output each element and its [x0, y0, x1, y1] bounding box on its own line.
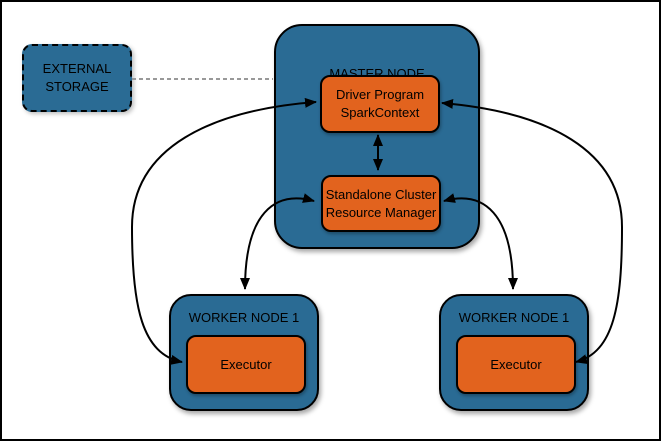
driver-program-box: Driver Program SparkContext	[320, 75, 440, 133]
worker-node-left-title: WORKER NODE 1	[188, 310, 300, 325]
executor-right-label: Executor	[490, 356, 542, 372]
executor-right-box: Executor	[456, 335, 576, 394]
resource-manager-box: Standalone Cluster Resource Manager	[321, 175, 441, 232]
driver-program-label: Driver Program SparkContext	[335, 87, 425, 120]
executor-left-box: Executor	[186, 335, 306, 394]
executor-left-label: Executor	[220, 356, 272, 372]
master-node: MASTER NODE Driver Program SparkContext …	[274, 24, 480, 249]
worker-node-right-title: WORKER NODE 1	[458, 310, 570, 325]
external-storage-node: EXTERNAL STORAGE	[22, 44, 132, 112]
resource-manager-label: Standalone Cluster Resource Manager	[325, 186, 437, 220]
worker-node-left: WORKER NODE 1 Executor	[169, 294, 319, 411]
external-storage-label: EXTERNAL STORAGE	[42, 61, 112, 94]
worker-node-right: WORKER NODE 1 Executor	[439, 294, 589, 411]
